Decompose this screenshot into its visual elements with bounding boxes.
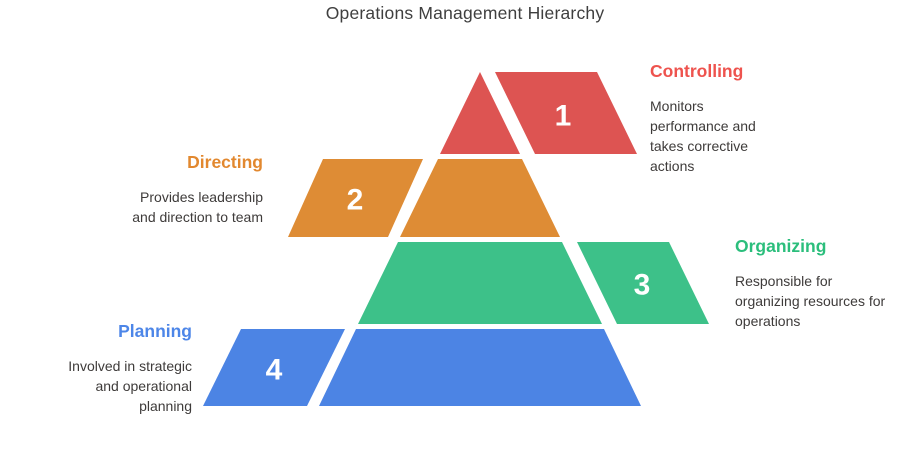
label-block-planning: Planning Involved in strategic and opera… — [47, 320, 192, 416]
level-heading-directing: Directing — [187, 152, 263, 172]
level-description-directing: Provides leadership and direction to tea… — [132, 189, 263, 225]
pyramid-level-3-number: 3 — [634, 269, 651, 302]
pyramid-level-2-number: 2 — [347, 184, 364, 217]
label-block-controlling: Controlling Monitors performance and tak… — [650, 60, 775, 176]
pyramid-level-2-tab — [288, 159, 423, 237]
pyramid-level-4-tab — [203, 329, 345, 406]
pyramid-level-1-tab — [495, 72, 637, 154]
pyramid-level-1-number: 1 — [555, 100, 572, 133]
pyramid-level-1-segment — [440, 72, 520, 154]
pyramid-level-3-segment — [358, 242, 602, 324]
label-block-organizing: Organizing Responsible for organizing re… — [735, 235, 887, 331]
level-heading-planning: Planning — [118, 321, 192, 341]
diagram-title: Operations Management Hierarchy — [325, 3, 605, 23]
pyramid-level-2-segment — [400, 159, 560, 237]
pyramid-level-3-tab — [577, 242, 709, 324]
level-description-planning: Involved in strategic and operational pl… — [68, 358, 192, 414]
level-description-organizing: Responsible for organizing resources for… — [735, 273, 886, 329]
level-heading-organizing: Organizing — [735, 236, 827, 256]
label-block-directing: Directing Provides leadership and direct… — [118, 151, 263, 227]
pyramid-level-4-segment — [319, 329, 641, 406]
level-description-controlling: Monitors performance and takes correctiv… — [650, 98, 756, 174]
pyramid-level-4-number: 4 — [266, 354, 283, 387]
level-heading-controlling: Controlling — [650, 61, 744, 81]
